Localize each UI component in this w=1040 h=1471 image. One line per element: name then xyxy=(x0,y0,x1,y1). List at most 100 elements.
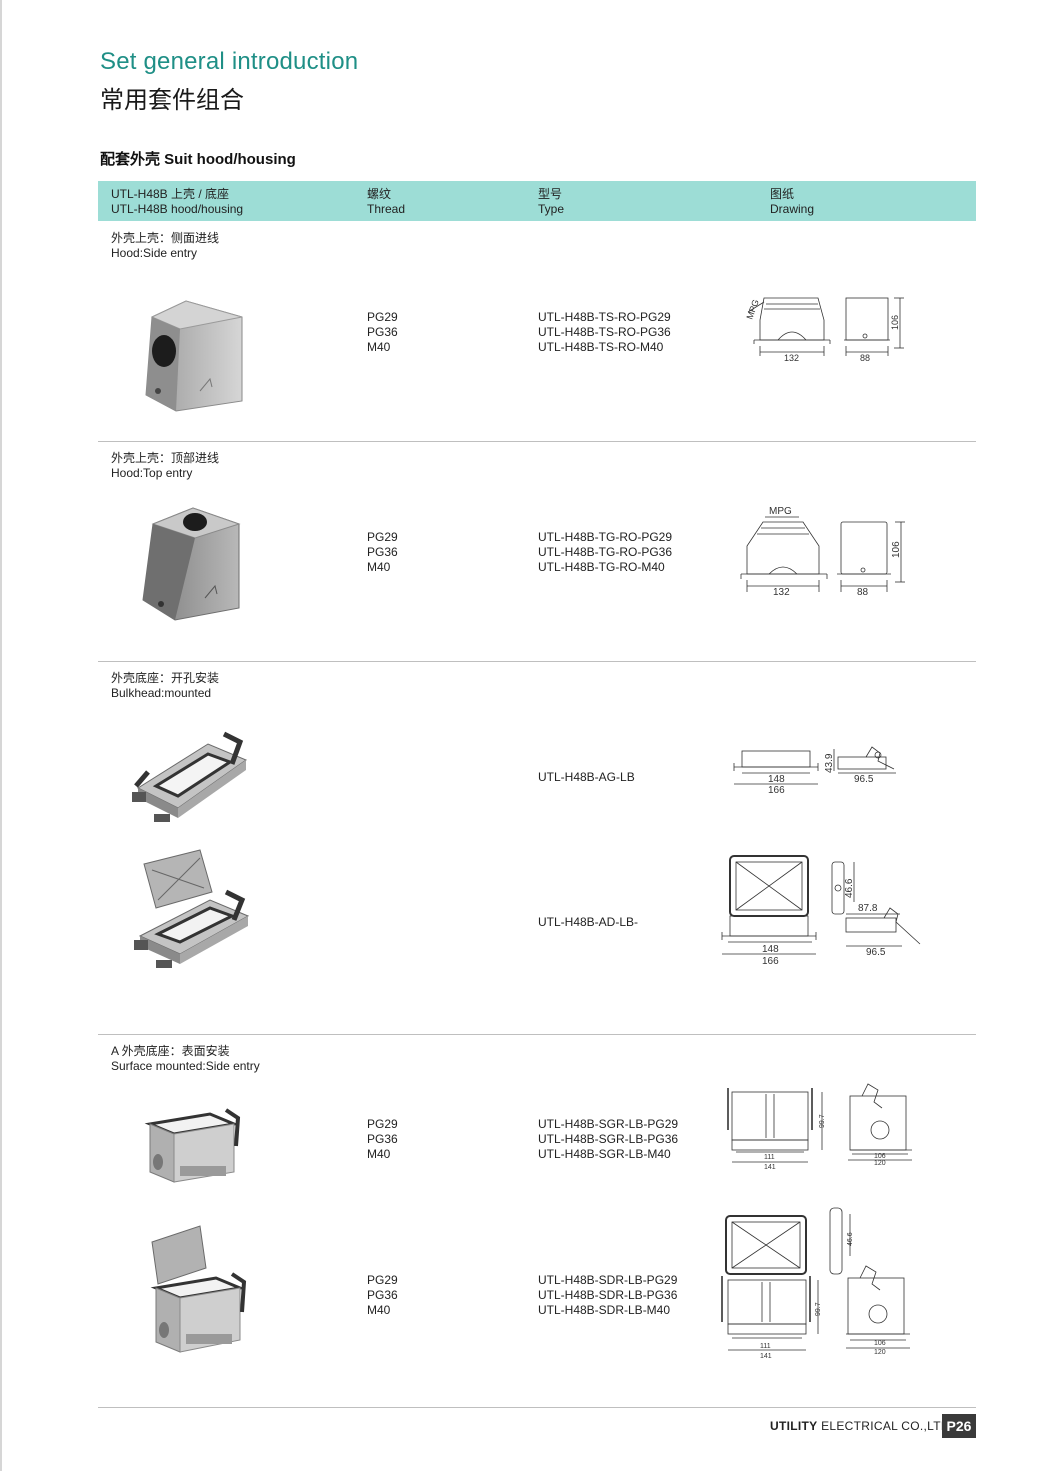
dim-depth: 88 xyxy=(857,587,869,598)
category-surface-mounted: A 外壳底座：表面安装 Surface mounted:Side entry xyxy=(111,1044,260,1074)
header-thread: 螺纹 Thread xyxy=(367,187,405,217)
dim-height: 99.7 xyxy=(819,1114,826,1128)
thread-list: PG29 PG36 M40 xyxy=(367,530,398,575)
dim-inner: 111 xyxy=(760,1343,771,1350)
category-cn: 外壳上壳：侧面进线 xyxy=(111,231,220,245)
dim-inner: 148 xyxy=(768,774,785,785)
type-value: UTL-H48B-TG-RO-PG29 xyxy=(538,530,673,544)
dim-side-outer: 120 xyxy=(874,1349,886,1356)
dim-depth: 88 xyxy=(860,353,870,363)
dim-outer: 166 xyxy=(762,956,779,967)
row-divider xyxy=(98,1034,976,1035)
type-value: UTL-H48B-TS-RO-PG36 xyxy=(538,325,671,339)
row-divider xyxy=(98,661,976,662)
surface-housing-photo xyxy=(144,1108,241,1183)
header-model: UTL-H48B 上壳 / 底座 UTL-H48B hood/housing xyxy=(111,187,243,217)
thread-list: PG29 PG36 M40 xyxy=(367,1273,398,1318)
thread-value: PG29 xyxy=(367,310,398,324)
type-value: UTL-H48B-SGR-LB-PG36 xyxy=(538,1132,679,1146)
type-value: UTL-H48B-AD-LB- xyxy=(538,915,639,929)
table-header: UTL-H48B 上壳 / 底座 UTL-H48B hood/housing 螺… xyxy=(98,181,976,221)
dim-side-inner: 106 xyxy=(874,1153,886,1160)
header-thread-en: Thread xyxy=(367,202,406,216)
dim-height: 46.6 xyxy=(844,878,855,898)
dim-outer: 141 xyxy=(760,1353,772,1360)
drawing-bulkhead-ag: 148 166 43.9 96.5 xyxy=(733,746,896,796)
thread-value: M40 xyxy=(367,1147,391,1161)
thread-value: M40 xyxy=(367,340,391,354)
header-drawing-cn: 图纸 xyxy=(770,187,795,201)
page-number-badge: P26 xyxy=(942,1414,976,1438)
category-cn: A 外壳底座：表面安装 xyxy=(111,1044,230,1058)
drawing-surface-sdr: 111 141 99.7 46.6 106 120 xyxy=(721,1207,910,1360)
footer-company: UTILITY ELECTRICAL CO.,LTD. xyxy=(770,1419,953,1433)
dim-depth: 96.5 xyxy=(854,774,874,785)
thread-list: PG29 PG36 M40 xyxy=(367,1117,398,1162)
type-value: UTL-H48B-AG-LB xyxy=(538,770,635,784)
footer-brand: UTILITY xyxy=(770,1419,818,1433)
thread-value: PG29 xyxy=(367,530,398,544)
category-en: Bulkhead:mounted xyxy=(111,686,212,700)
dim-side-inner: 106 xyxy=(874,1340,886,1347)
category-en: Surface mounted:Side entry xyxy=(111,1059,260,1073)
drawing-surface-sgr: 111 141 99.7 106 120 xyxy=(727,1083,912,1171)
drawing-hood-top-entry: MPG 132 88 106 xyxy=(740,506,905,598)
dim-mpg-label: MPG xyxy=(769,506,792,517)
bulkhead-housing-photo xyxy=(132,731,248,822)
dim-inner: 148 xyxy=(762,944,779,955)
dim-height: 43.9 xyxy=(824,753,835,773)
thread-value: PG36 xyxy=(367,1132,398,1146)
type-list: UTL-H48B-SGR-LB-PG29 UTL-H48B-SGR-LB-PG3… xyxy=(538,1117,678,1162)
drawing-hood-side-entry: 132 MPG 88 106 xyxy=(744,297,904,363)
type-list: UTL-H48B-TS-RO-PG29 UTL-H48B-TS-RO-PG36 … xyxy=(538,310,671,355)
header-type-cn: 型号 xyxy=(538,187,563,201)
bulkhead-housing-lid-photo xyxy=(134,849,250,968)
type-value: UTL-H48B-TG-RO-M40 xyxy=(538,560,665,574)
thread-list: PG29 PG36 M40 xyxy=(367,310,398,355)
dim-lid: 46.6 xyxy=(847,1232,854,1246)
category-hood-top-entry: 外壳上壳：顶部进线 Hood:Top entry xyxy=(111,451,219,481)
type-list: UTL-H48B-TG-RO-PG29 UTL-H48B-TG-RO-PG36 … xyxy=(538,530,672,575)
dim-outer: 166 xyxy=(768,785,785,796)
dim-height: 106 xyxy=(891,541,902,558)
thread-value: PG29 xyxy=(367,1273,398,1287)
header-model-cn: UTL-H48B 上壳 / 底座 xyxy=(111,187,230,201)
footer-divider xyxy=(98,1407,976,1408)
type-value: UTL-H48B-SGR-LB-M40 xyxy=(538,1147,671,1161)
category-hood-side-entry: 外壳上壳：侧面进线 Hood:Side entry xyxy=(111,231,219,261)
dim-width: 132 xyxy=(773,587,790,598)
type-value: UTL-H48B-TS-RO-M40 xyxy=(538,340,664,354)
page-title-cn: 常用套件组合 xyxy=(100,87,244,114)
dim-side-outer: 120 xyxy=(874,1160,886,1167)
thread-value: M40 xyxy=(367,1303,391,1317)
type-value: UTL-H48B-SDR-LB-M40 xyxy=(538,1303,671,1317)
page-title-en: Set general introduction xyxy=(100,48,359,75)
page-edge-rule xyxy=(0,0,2,1471)
type-value: UTL-H48B-TS-RO-PG29 xyxy=(538,310,671,324)
header-type: 型号 Type xyxy=(538,187,564,217)
header-drawing-en: Drawing xyxy=(770,202,815,216)
type-list: UTL-H48B-AG-LB xyxy=(538,770,635,785)
header-model-en: UTL-H48B hood/housing xyxy=(111,202,244,216)
drawing-bulkhead-ad: 148 166 46.6 87.8 96.5 xyxy=(721,855,921,967)
dim-depth-1: 87.8 xyxy=(858,903,878,914)
dim-outer: 141 xyxy=(764,1164,776,1171)
dim-width: 132 xyxy=(784,353,799,363)
thread-value: M40 xyxy=(367,560,391,574)
thread-value: PG36 xyxy=(367,325,398,339)
header-drawing: 图纸 Drawing xyxy=(770,187,814,217)
section-title: 配套外壳 Suit hood/housing xyxy=(100,151,296,168)
dim-depth-2: 96.5 xyxy=(866,947,886,958)
row-divider xyxy=(98,441,976,442)
footer-company-name: ELECTRICAL CO.,LTD. xyxy=(821,1419,954,1433)
header-type-en: Type xyxy=(538,202,565,216)
thread-value: PG36 xyxy=(367,1288,398,1302)
dim-inner: 111 xyxy=(764,1154,775,1161)
header-thread-cn: 螺纹 xyxy=(367,187,392,201)
type-value: UTL-H48B-TG-RO-PG36 xyxy=(538,545,673,559)
category-cn: 外壳底座：开孔安装 xyxy=(111,671,220,685)
category-cn: 外壳上壳：顶部进线 xyxy=(111,451,220,465)
type-list: UTL-H48B-SDR-LB-PG29 UTL-H48B-SDR-LB-PG3… xyxy=(538,1273,677,1318)
category-en: Hood:Side entry xyxy=(111,246,198,260)
dim-height: 106 xyxy=(890,315,900,330)
